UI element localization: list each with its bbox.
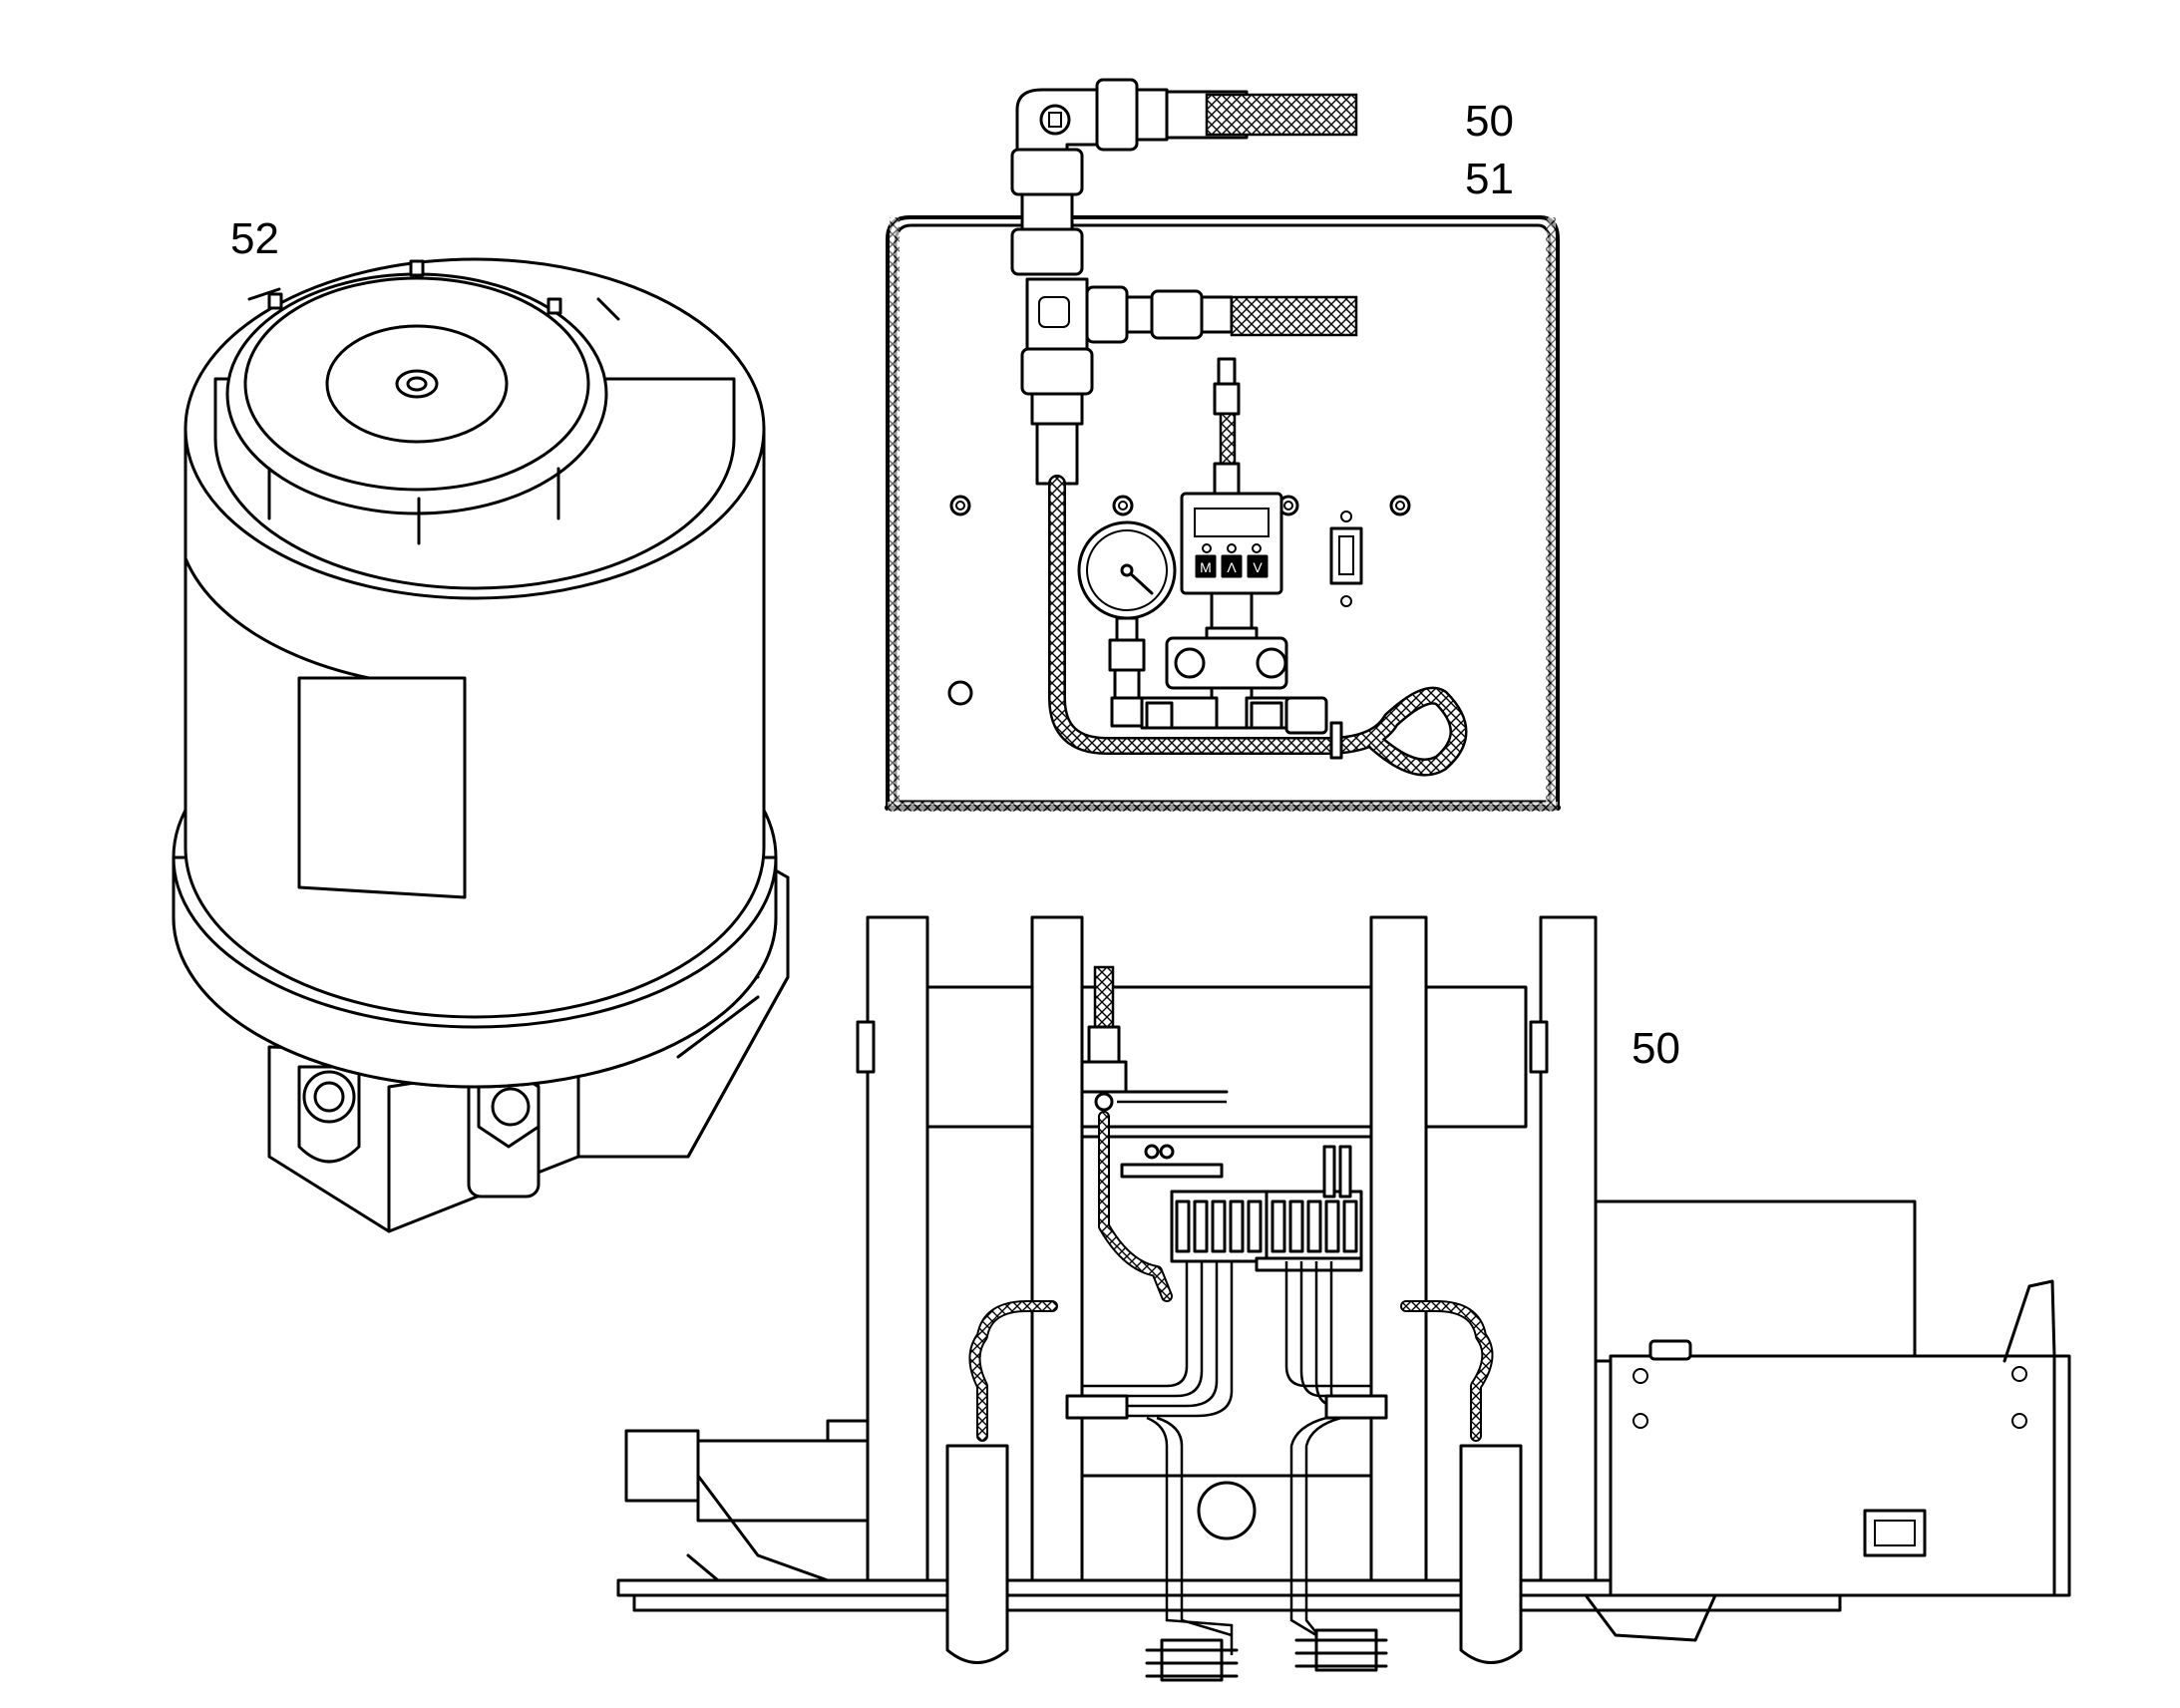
distributor-right — [1265, 1190, 1363, 1263]
pump-unit — [172, 257, 790, 1233]
controller-key-m: M — [1200, 559, 1212, 575]
callout-50-top: 50 — [1465, 97, 1514, 146]
callout-51: 51 — [1465, 155, 1514, 203]
controller-key-down: V — [1253, 559, 1263, 575]
controller-key-up: Λ — [1227, 559, 1237, 575]
callout-52: 52 — [230, 214, 279, 263]
callout-50-frame: 50 — [1632, 1024, 1680, 1073]
frame-assembly — [616, 915, 2071, 1682]
distributor-left — [1170, 1190, 1269, 1263]
gauge-panel: M Λ V — [885, 78, 1561, 812]
